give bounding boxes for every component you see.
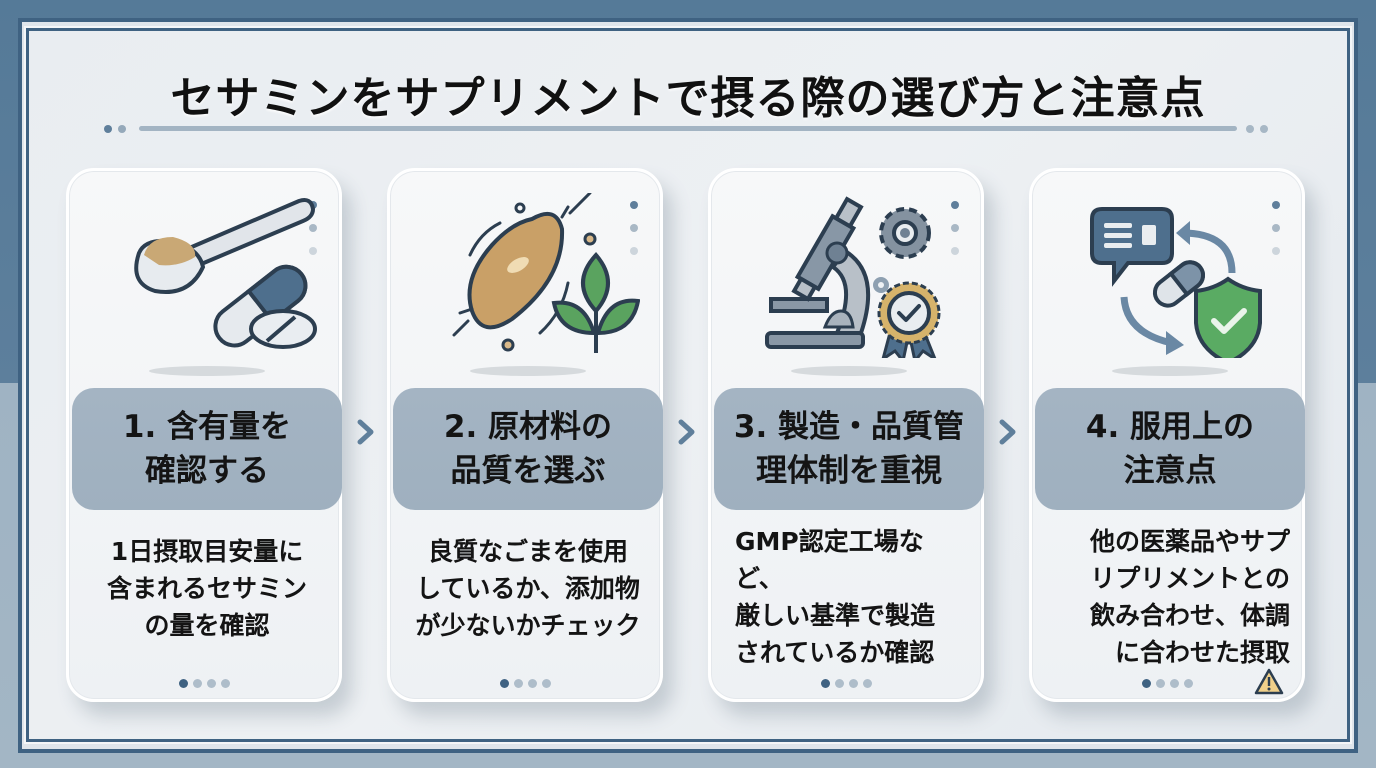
step-title: 4. 服用上の 注意点: [1085, 409, 1255, 489]
pager-dots: [711, 679, 981, 688]
step-header: 3. 製造・品質管 理体制を重視: [714, 388, 984, 510]
title-underline: [139, 126, 1237, 131]
step-header: 1. 含有量を 確認する: [72, 388, 342, 510]
step-title: 1. 含有量を 確認する: [122, 409, 292, 489]
card-menu-dots: [951, 201, 961, 270]
step-header: 2. 原材料の 品質を選ぶ: [393, 388, 663, 510]
step-title: 2. 原材料の 品質を選ぶ: [443, 409, 613, 489]
title-rule-dot: [118, 125, 126, 133]
step-card-4: 4. 服用上の 注意点 他の医薬品やサプ リプリメントとの 飲み合わせ、体調 に…: [1029, 168, 1305, 702]
card-menu-dots: [630, 201, 640, 270]
chevron-right-icon: [678, 419, 695, 445]
measuring-spoon-and-capsules-icon: [134, 198, 317, 349]
microscope-gear-award-icon: [765, 196, 941, 358]
icon-shadow: [1112, 366, 1228, 376]
page-title: セサミンをサプリメントで摂る際の選び方と注意点: [170, 73, 1206, 124]
sesame-seed-and-sprout-icon: [452, 193, 640, 353]
icon-shadow: [791, 366, 907, 376]
step-card-1: 1. 含有量を 確認する 1日摂取目安量に 含まれるセサミン の量を確認: [66, 168, 342, 702]
card-menu-dots: [1272, 201, 1282, 270]
chevron-right-icon: [999, 419, 1016, 445]
step-header: 4. 服用上の 注意点: [1035, 388, 1305, 510]
step-description: 他の医薬品やサプ リプリメントとの 飲み合わせ、体調 に合わせた摂取: [1089, 527, 1290, 667]
step-card-3: 3. 製造・品質管 理体制を重視 GMP認定工場な ど、 厳しい基準で製造 され…: [708, 168, 984, 702]
title-rule-dot: [1246, 125, 1254, 133]
chat-capsule-shield-icon: [1090, 207, 1262, 358]
pager-dots: [390, 679, 660, 688]
step-description: 1日摂取目安量に 含まれるセサミン の量を確認: [106, 537, 307, 640]
icon-shadow: [149, 366, 265, 376]
title-rule-dot: [104, 125, 112, 133]
step-description: GMP認定工場な ど、 厳しい基準で製造 されているか確認: [735, 527, 936, 667]
chevron-right-icon: [357, 419, 374, 445]
pager-dots: [1032, 679, 1302, 688]
title-rule-dot: [1260, 125, 1268, 133]
icon-shadow: [470, 366, 586, 376]
step-title: 3. 製造・品質管 理体制を重視: [733, 409, 965, 489]
pager-dots: [69, 679, 339, 688]
warning-triangle-icon: [1254, 668, 1284, 695]
step-card-2: 2. 原材料の 品質を選ぶ 良質なごまを使用 しているか、添加物 が少ないかチェ…: [387, 168, 663, 702]
step-description: 良質なごまを使用 しているか、添加物 が少ないかチェック: [415, 537, 641, 640]
